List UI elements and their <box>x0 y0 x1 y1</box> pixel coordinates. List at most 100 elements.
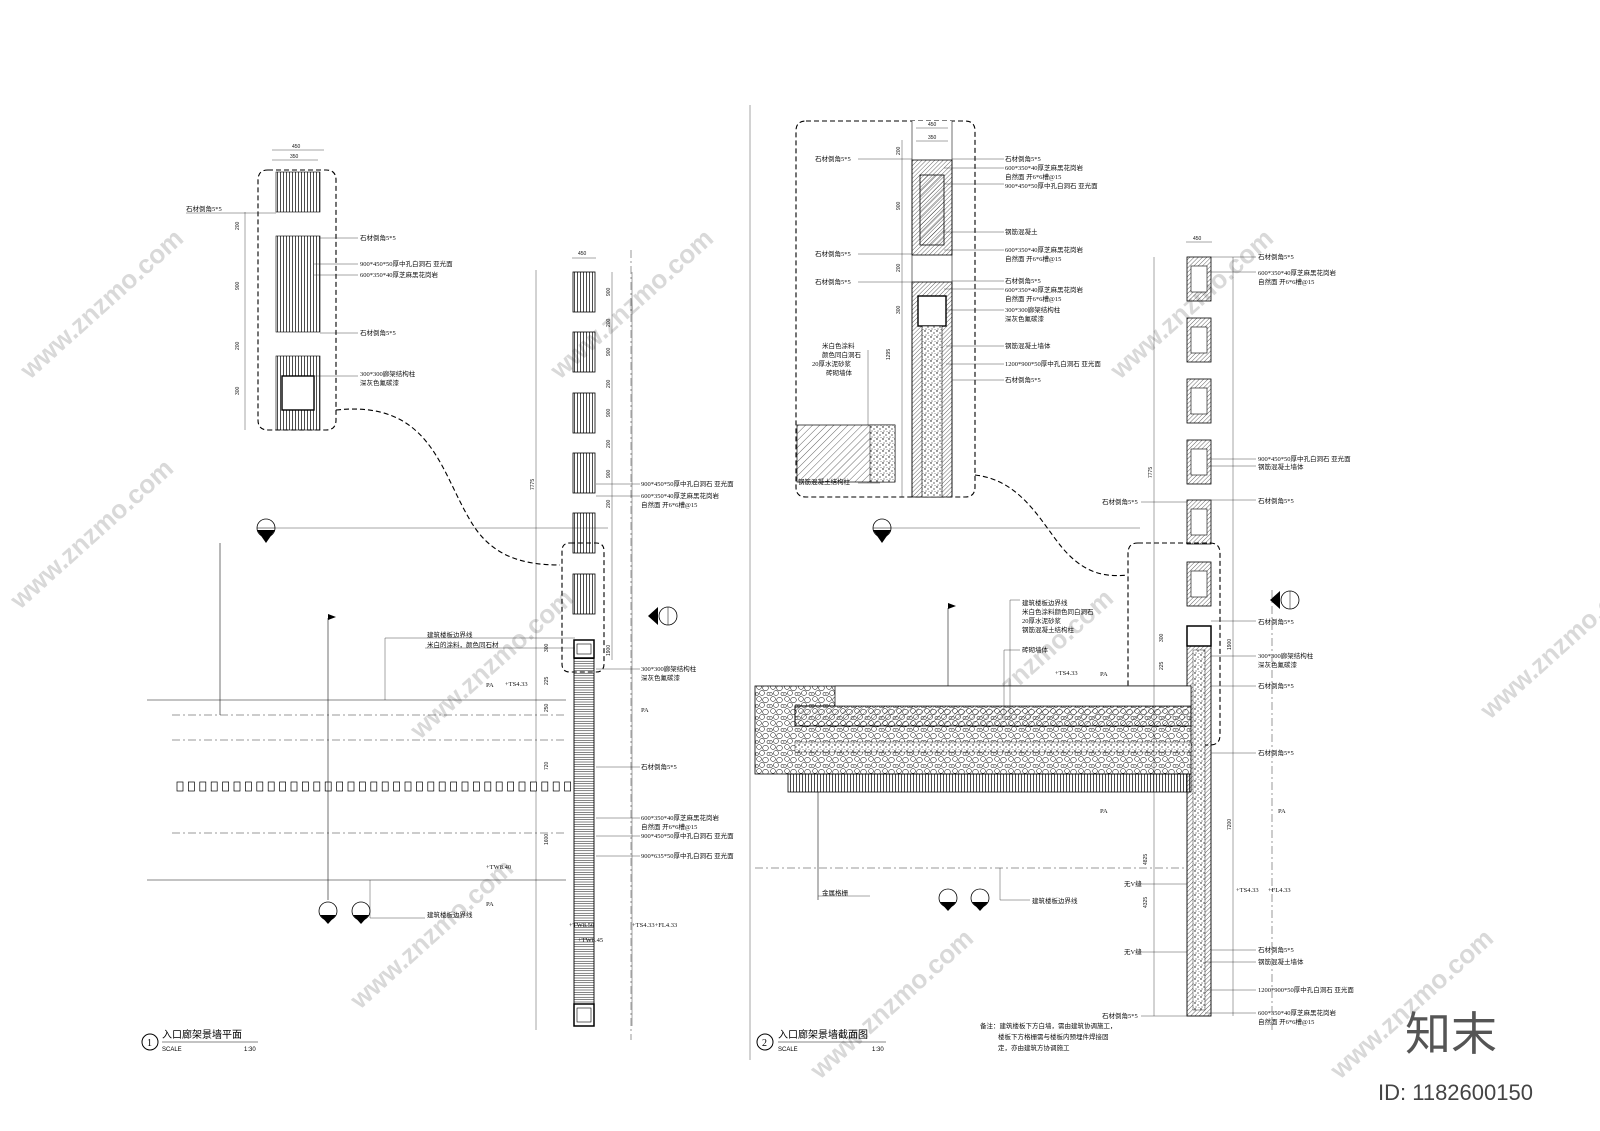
annotation-label: 建筑楼板边界线 <box>1032 896 1078 905</box>
dimension: 350 <box>290 154 299 160</box>
callout-outline <box>1127 542 1221 746</box>
watermark: www.znzmo.com <box>1323 923 1499 1085</box>
metal-grille <box>787 773 1192 793</box>
grille-slot <box>530 781 537 792</box>
annotation-label: 自然面 开6*6槽@15 <box>1005 294 1061 303</box>
grille-slot <box>359 781 366 792</box>
annotation-label: 钢筋混凝土结构柱 <box>1022 625 1075 634</box>
scale-label: SCALE <box>778 1047 798 1053</box>
callout-connector <box>335 408 561 566</box>
watermark: www.znzmo.com <box>3 453 179 615</box>
stone-panel <box>275 235 321 333</box>
annotation-label: 自然面 开6*6槽@15 <box>1258 277 1314 286</box>
annotation-label: 钢筋混凝土墙体 <box>1258 957 1304 966</box>
structural-column <box>1186 625 1212 647</box>
stone-panel <box>572 392 596 434</box>
annotation-label: 300*300廊架结构柱 <box>641 664 697 673</box>
stone-panel <box>919 174 945 246</box>
annotation-label: 石材倒角5*5 <box>360 328 396 337</box>
note-text: 定，亦由建筑方协调施工 <box>998 1043 1070 1052</box>
grille-slot <box>495 781 503 792</box>
annotation-label: 300*300廊架结构柱 <box>360 369 416 378</box>
drawing-title: 入口廊架景墙截面图 <box>778 1028 868 1041</box>
stone-panel <box>572 331 596 373</box>
note-text: 楼板下方格栅需与楼板内预埋件焊接固 <box>998 1032 1109 1041</box>
annotation-label: 石材倒角5*5 <box>1005 154 1041 163</box>
brand-logo: 知末 <box>1405 1009 1497 1060</box>
dimension: 7200 <box>1227 819 1233 830</box>
annotation-label: 600*350*40厚芝麻黑花岗岩 <box>360 270 439 279</box>
drawing-number: 2 <box>762 1038 767 1049</box>
dimension: 300 <box>896 305 902 314</box>
level-label: +TW8.45 <box>578 937 603 944</box>
dimension: 200 <box>896 263 902 272</box>
annotation-label: 砖砌墙体 <box>826 368 853 377</box>
dimension: 250 <box>544 703 550 712</box>
dimension: 200 <box>606 499 612 508</box>
dimension: 900 <box>606 408 612 417</box>
dimension: 300 <box>1159 633 1165 642</box>
stone-panel <box>275 171 321 213</box>
annotation-label: 600*350*40厚芝麻黑花岗岩 <box>641 813 720 822</box>
dimension: 1600 <box>544 834 550 845</box>
grille-slot <box>222 781 229 792</box>
watermark: www.znzmo.com <box>13 223 189 385</box>
watermark-layer: www.znzmo.com www.znzmo.com www.znzmo.co… <box>3 223 1600 1085</box>
drawing-number: 1 <box>147 1038 152 1049</box>
annotation-label: 20厚水泥砂浆 <box>812 359 852 368</box>
detail-callout-outline <box>257 169 337 431</box>
annotation-label: 米白的涂料，颜色同石材 <box>427 640 499 649</box>
annotation-label: 深灰色氟碳漆 <box>360 378 400 387</box>
annotation-label: 深灰色氟碳漆 <box>1258 660 1298 669</box>
dimension: 4325 <box>1143 897 1149 908</box>
dimension: 200 <box>235 341 241 350</box>
dimension: 450 <box>578 251 587 257</box>
annotation-label: 20厚水泥砂浆 <box>1022 616 1062 625</box>
grille-slot <box>564 781 571 792</box>
callout-outline <box>561 542 605 673</box>
annotation-label: 900*450*50厚中孔白洞石 亚光面 <box>1005 181 1098 190</box>
dimension: 300 <box>544 643 550 652</box>
dimension: 450 <box>928 122 937 128</box>
watermark: www.znzmo.com <box>1473 563 1600 725</box>
zone-label: PA <box>641 707 649 714</box>
drawing-title-block: 2 入口廊架景墙截面图 SCALE 1:30 <box>756 1028 886 1053</box>
dimension: 225 <box>1159 661 1165 670</box>
dimension: 4825 <box>1143 854 1149 865</box>
plan-drawing: 450 350 200 900 200 300 石材倒角5*5 石材倒角5*5 … <box>141 144 734 1053</box>
annotation-label: 米白色涂料 <box>822 341 855 350</box>
annotation-label: 300*300廊架结构柱 <box>1258 651 1314 660</box>
annotation-label: 钢筋混凝土结构柱 <box>798 477 851 486</box>
annotation-label: 石材倒角5*5 <box>1102 1011 1138 1020</box>
structural-column <box>917 295 947 327</box>
annotation-label: 自然面 开6*6槽@15 <box>641 822 697 831</box>
annotation-label: 石材倒角5*5 <box>1258 496 1294 505</box>
level-label: +TW8.50 <box>569 922 594 929</box>
grille-slot <box>267 781 275 792</box>
dimension: 200 <box>235 221 241 230</box>
section-marker-icon <box>938 888 958 911</box>
level-label: +FL4.33 <box>1268 887 1291 894</box>
annotation-label: 石材倒角5*5 <box>815 249 851 258</box>
dimension: 200 <box>606 379 612 388</box>
level-label: +TS4.33 <box>505 681 528 688</box>
annotation-label: 自然面 开6*6槽@15 <box>641 500 697 509</box>
annotation-label: 石材倒角5*5 <box>1258 617 1294 626</box>
annotation-label: 深灰色氟碳漆 <box>641 673 681 682</box>
detail-callout-outline <box>795 120 976 498</box>
annotation-label: 石材倒角5*5 <box>1005 276 1041 285</box>
grille-slot <box>245 781 252 792</box>
dimension: 1900 <box>1227 639 1233 650</box>
section-marker-icon <box>318 901 338 924</box>
grille-slot <box>347 781 355 792</box>
annotation-label: 钢筋混凝土墙体 <box>1005 341 1051 350</box>
structural-column <box>281 375 315 411</box>
grille-slot <box>302 781 309 792</box>
grille-slot <box>404 781 412 792</box>
grille-slot <box>279 781 286 792</box>
callout-connector <box>974 474 1129 577</box>
scale-value: 1:30 <box>244 1047 256 1053</box>
annotation-label: 深灰色氟碳漆 <box>1005 314 1045 323</box>
level-label: +TS4.33+FL4.33 <box>632 922 677 929</box>
